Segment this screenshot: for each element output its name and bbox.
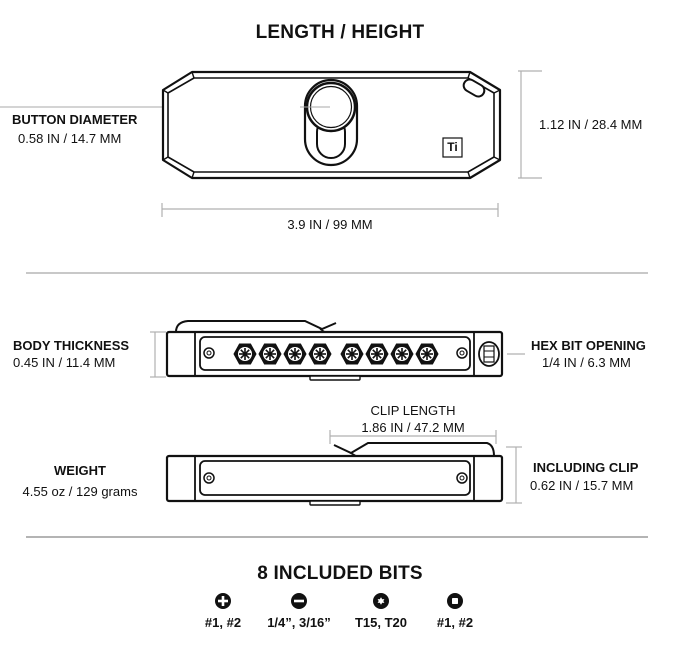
bit-hex-icons <box>233 343 439 365</box>
slotted-icon <box>291 593 307 609</box>
weight-label: WEIGHT <box>54 463 106 478</box>
screw-right-icon <box>456 347 468 359</box>
screw-left-icon <box>203 347 215 359</box>
material-badge-box <box>442 137 463 158</box>
screw-left-icon <box>203 472 215 484</box>
clip-length-value: 1.86 IN / 47.2 MM <box>361 420 465 435</box>
keyring-slot <box>462 78 486 98</box>
side-view-drawing <box>150 320 525 381</box>
bit-item-phillips: #1, #2 <box>178 593 268 630</box>
body-thickness-value: 0.45 IN / 11.4 MM <box>13 355 116 370</box>
button-diameter-label: BUTTON DIAMETER <box>12 112 138 127</box>
bit-label: #1, #2 <box>204 615 242 630</box>
divider-top <box>26 272 648 274</box>
length-value: 3.9 IN / 99 MM <box>287 217 373 232</box>
height-value: 1.12 IN / 28.4 MM <box>539 117 643 132</box>
screw-right-icon <box>456 472 468 484</box>
square-icon <box>447 593 463 609</box>
torx-icon <box>373 593 389 609</box>
section-title-included-bits: 8 INCLUDED BITS <box>257 563 423 584</box>
including-clip-label: INCLUDING CLIP <box>533 460 639 475</box>
body-thickness-label: BODY THICKNESS <box>13 338 130 353</box>
weight-value: 4.55 oz / 129 grams <box>22 484 138 499</box>
divider-bottom <box>26 536 648 538</box>
including-clip-value: 0.62 IN / 15.7 MM <box>530 478 634 493</box>
top-view-drawing <box>0 70 542 217</box>
material-badge-text: Ti <box>447 140 458 154</box>
bit-label: 1/4”, 3/16” <box>267 615 331 630</box>
hex-bit-opening-value: 1/4 IN / 6.3 MM <box>542 355 631 370</box>
bit-item-torx: T15, T20 <box>336 593 426 630</box>
bit-item-slotted: 1/4”, 3/16” <box>254 593 344 630</box>
phillips-icon <box>215 593 231 609</box>
section-title-length-height: LENGTH / HEIGHT <box>255 22 425 43</box>
bit-item-square: #1, #2 <box>410 593 500 630</box>
bit-label: #1, #2 <box>436 615 474 630</box>
hex-bit-opening-icon <box>478 341 500 367</box>
clip-view-drawing <box>165 430 522 506</box>
clip-length-label: CLIP LENGTH <box>370 403 456 418</box>
button-diameter-value: 0.58 IN / 14.7 MM <box>18 131 122 146</box>
bit-label: T15, T20 <box>354 615 408 630</box>
hex-bit-opening-label: HEX BIT OPENING <box>531 338 646 353</box>
